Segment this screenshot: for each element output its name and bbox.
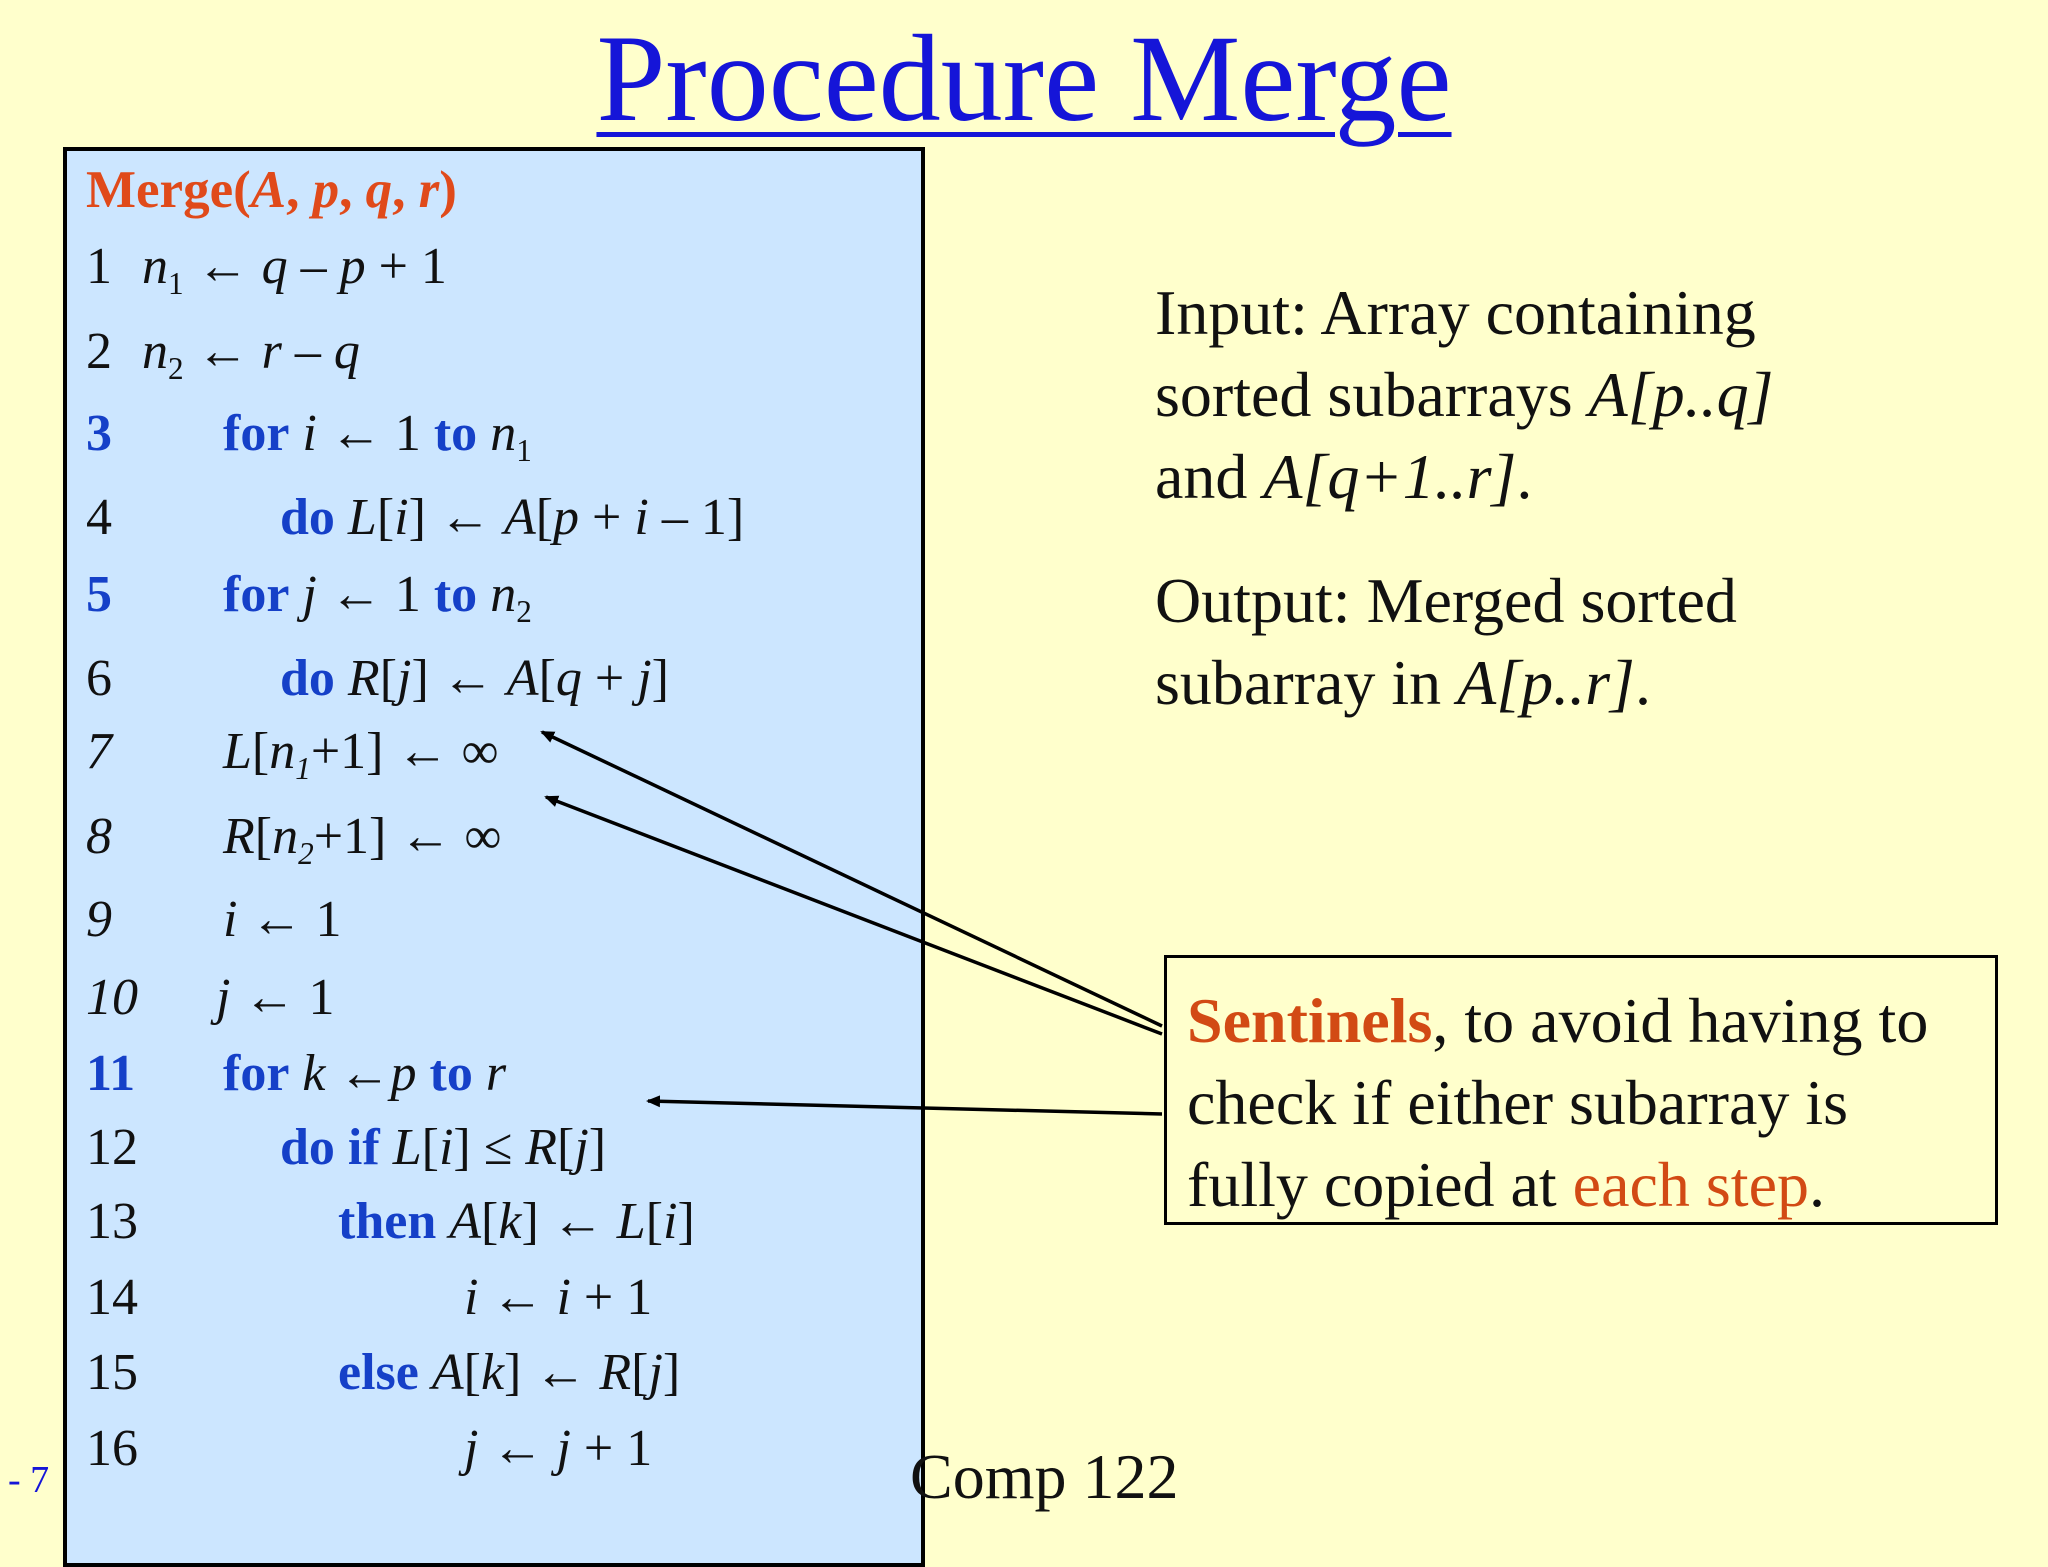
arrow-to-line-8 xyxy=(544,795,1163,1036)
code-statement: for k ←p to r xyxy=(223,1045,507,1102)
line-number: 13 xyxy=(86,1193,138,1250)
line-number: 9 xyxy=(86,891,112,948)
code-statement: L[n1+1] ← ∞ xyxy=(223,723,499,786)
line-number: 1 xyxy=(86,238,112,295)
arg-q: q xyxy=(365,161,393,219)
code-statement: do L[i] ← A[p + i – 1] xyxy=(280,489,745,546)
line-number: 14 xyxy=(86,1269,138,1326)
code-statement: R[n2+1] ← ∞ xyxy=(223,808,502,871)
line-number: 4 xyxy=(86,489,112,546)
code-line-5: 5 for j ← 1 to n2 xyxy=(86,557,1236,633)
line-number: 8 xyxy=(86,808,112,865)
code-statement: n1 ← q – p + 1 xyxy=(142,238,447,301)
code-line-7: 7 L[n1+1] ← ∞ xyxy=(86,714,1236,790)
code-statement: n2 ← r – q xyxy=(142,323,360,386)
slide-number: - 7 xyxy=(8,1459,50,1501)
code-statement: i ← i + 1 xyxy=(464,1269,653,1326)
code-statement: do if L[i] ≤ R[j] xyxy=(280,1119,607,1176)
line-number: 5 xyxy=(86,566,112,623)
code-line-13: 13 then A[k] ← L[i] xyxy=(86,1184,1236,1260)
line-number: 16 xyxy=(86,1420,138,1477)
code-statement: do R[j] ← A[q + j] xyxy=(280,650,669,707)
code-statement: j ← 1 xyxy=(216,969,335,1026)
code-line-2: 2 n2 ← r – q xyxy=(86,314,1236,390)
procedure-signature: Merge(A, p, q, r) xyxy=(86,161,457,219)
code-statement: i ← 1 xyxy=(223,891,342,948)
line-number: 3 xyxy=(86,405,112,462)
code-line-14: 14 i ← i + 1 xyxy=(86,1260,1236,1336)
arrow-to-line-7 xyxy=(540,730,1163,1028)
sentinel-callout: Sentinels, to avoid having to check if e… xyxy=(1164,955,1998,1225)
output-description: Output: Merged sorted subarray in A[p..r… xyxy=(1155,565,1737,718)
line-number: 10 xyxy=(86,969,138,1026)
line-number: 12 xyxy=(86,1119,138,1176)
line-number: 11 xyxy=(86,1045,136,1102)
arg-p: p xyxy=(312,161,340,219)
arg-r: r xyxy=(418,161,440,219)
code-line-3: 3 for i ← 1 to n1 xyxy=(86,396,1236,472)
slide-title: Procedure Merge xyxy=(596,10,1452,147)
code-line-16: 16 j ← j + 1 xyxy=(86,1411,1236,1487)
code-line-4: 4 do L[i] ← A[p + i – 1] xyxy=(86,480,1236,556)
line-number: 7 xyxy=(86,723,112,780)
arrow-to-line-11 xyxy=(646,1095,1163,1116)
code-line-8: 8 R[n2+1] ← ∞ xyxy=(86,799,1236,875)
code-line-12: 12 do if L[i] ≤ R[j] xyxy=(86,1110,1236,1186)
code-line-6: 6 do R[j] ← A[q + j] xyxy=(86,641,1236,717)
code-statement: for j ← 1 to n2 xyxy=(223,566,532,629)
code-line-11: 11 for k ←p to r xyxy=(86,1036,1236,1112)
code-statement: then A[k] ← L[i] xyxy=(338,1193,695,1250)
input-description: Input: Array containing sorted subarrays… xyxy=(1155,277,1774,512)
code-statement: else A[k] ← R[j] xyxy=(338,1344,681,1401)
code-statement: for i ← 1 to n1 xyxy=(223,405,532,468)
line-number: 6 xyxy=(86,650,112,707)
code-line-10: 10 j ← 1 xyxy=(86,960,1236,1036)
line-number: 15 xyxy=(86,1344,138,1401)
code-line-9: 9 i ← 1 xyxy=(86,882,1236,958)
sentinels-term: Sentinels xyxy=(1187,985,1433,1056)
course-label: Comp 122 xyxy=(910,1441,1179,1512)
arg-a: A xyxy=(250,161,287,219)
pseudocode-box xyxy=(63,147,925,1567)
code-line-15: 15 else A[k] ← R[j] xyxy=(86,1335,1236,1411)
code-statement: j ← j + 1 xyxy=(464,1420,653,1477)
procedure-name: Merge( xyxy=(86,161,251,219)
code-line-1: 1 n1 ← q – p + 1 xyxy=(86,229,1236,305)
line-number: 2 xyxy=(86,323,112,380)
